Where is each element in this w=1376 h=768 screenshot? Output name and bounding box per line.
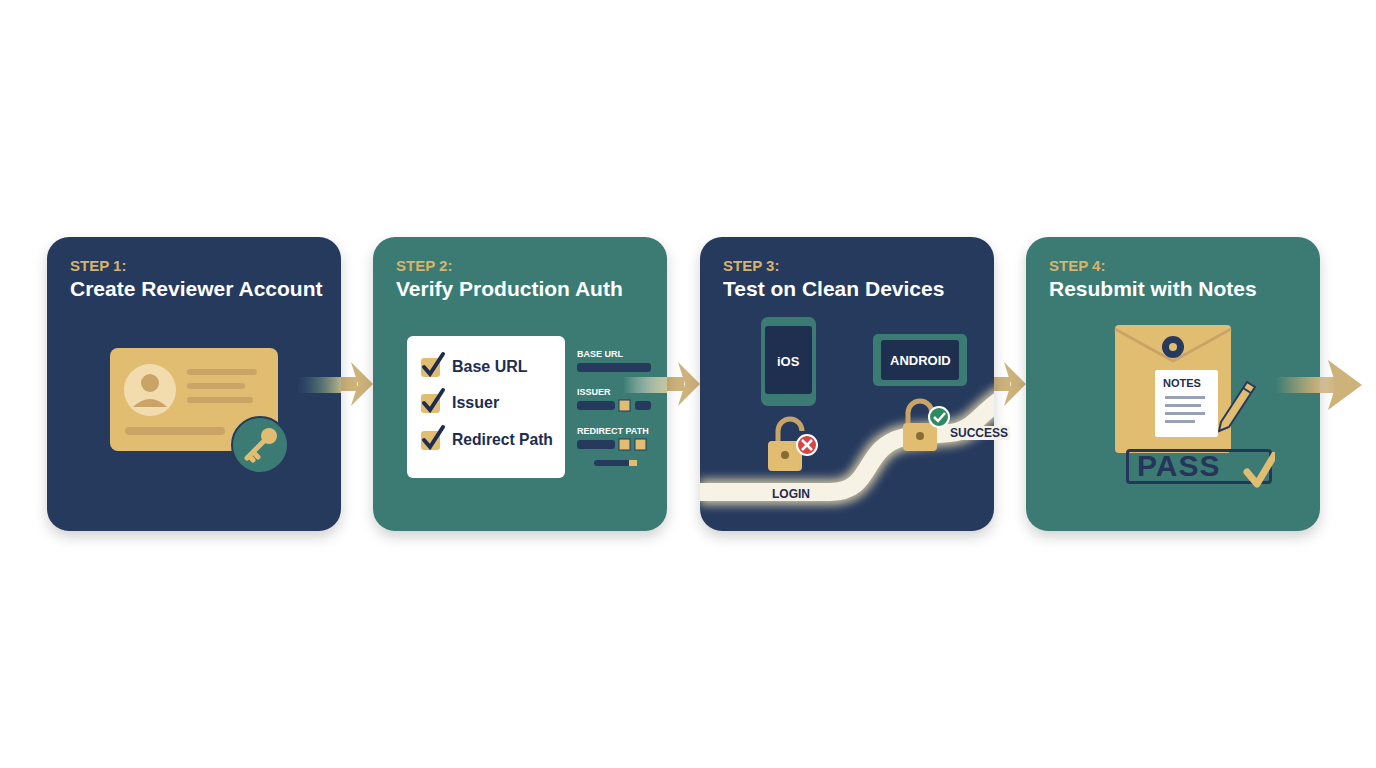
step-number: STEP 4: xyxy=(1049,257,1105,274)
tablet-device: ANDROID xyxy=(873,334,967,386)
checklist-card: Base URL IssuerRedirect Path xyxy=(407,336,565,478)
path-label: SUCCESS xyxy=(948,426,1010,440)
step-title: Verify Production Auth xyxy=(396,277,623,301)
flow-arrow xyxy=(667,362,700,406)
node-text: ANDROID xyxy=(890,353,951,368)
field-label: REDIRECT PATH xyxy=(577,426,649,436)
flow-arrow xyxy=(994,362,1026,406)
field-label: BASE URL xyxy=(577,349,623,359)
step-title: Resubmit with Notes xyxy=(1049,277,1257,301)
node-text: Base URL xyxy=(452,358,528,376)
step-panel: STEP 1: Create Reviewer Account xyxy=(47,237,341,531)
node-text: Redirect Path xyxy=(452,431,553,449)
path-label: LOGIN xyxy=(770,487,812,501)
step-number: STEP 3: xyxy=(723,257,779,274)
node-text: Issuer xyxy=(452,394,499,412)
step-number: STEP 1: xyxy=(70,257,126,274)
step-panel: STEP 3: Test on Clean Devices iOS ANDROID LO… xyxy=(700,237,994,531)
node-text: PASS xyxy=(1137,449,1220,483)
field-label: ISSUER xyxy=(577,387,611,397)
node-text: iOS xyxy=(777,354,799,369)
step-panel: STEP 2: Verify Production AuthBase URL Iss… xyxy=(373,237,667,531)
pass-stamp: PASS xyxy=(1126,449,1272,484)
notes-paper: NOTES xyxy=(1155,370,1218,437)
node-text: NOTES xyxy=(1163,377,1201,389)
step-number: STEP 2: xyxy=(396,257,452,274)
phone-device: iOS xyxy=(761,317,816,406)
step-title: Create Reviewer Account xyxy=(70,277,322,301)
flow-arrow xyxy=(341,362,373,406)
step-title: Test on Clean Devices xyxy=(723,277,944,301)
step-panel: STEP 4: Resubmit with NotesNOTES PASS xyxy=(1026,237,1320,531)
